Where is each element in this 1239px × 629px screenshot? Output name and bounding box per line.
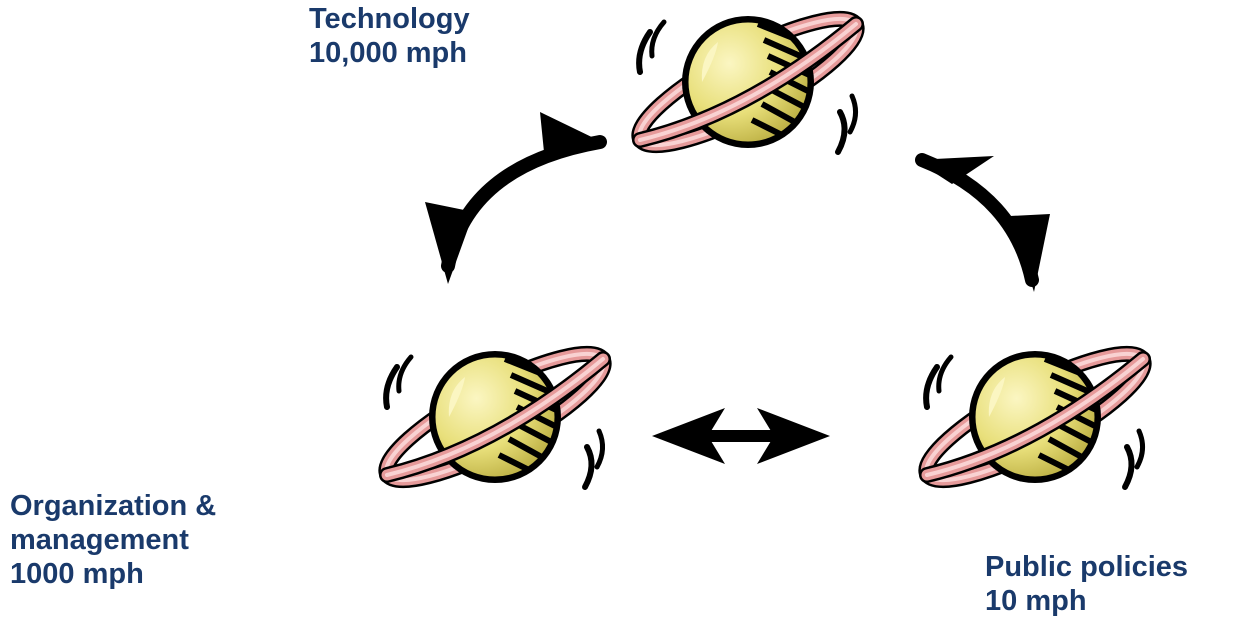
technology-name: Technology (309, 2, 470, 36)
technology-label: Technology 10,000 mph (309, 2, 470, 70)
public-policies-label: Public policies 10 mph (985, 550, 1188, 618)
planet-icon (373, 333, 617, 501)
organization-speed: 1000 mph (10, 557, 216, 591)
curved-arrow-icon (915, 156, 1050, 292)
public-policies-speed: 10 mph (985, 584, 1188, 618)
curved-arrow-icon (425, 112, 602, 284)
organization-name-line1: Organization & (10, 489, 216, 523)
planet-icon (913, 333, 1157, 501)
technology-speed: 10,000 mph (309, 36, 470, 70)
double-arrow-icon (652, 408, 830, 464)
organization-label: Organization & management 1000 mph (10, 489, 216, 591)
planet-icon (626, 0, 870, 166)
public-policies-name: Public policies (985, 550, 1188, 584)
organization-name-line2: management (10, 523, 216, 557)
